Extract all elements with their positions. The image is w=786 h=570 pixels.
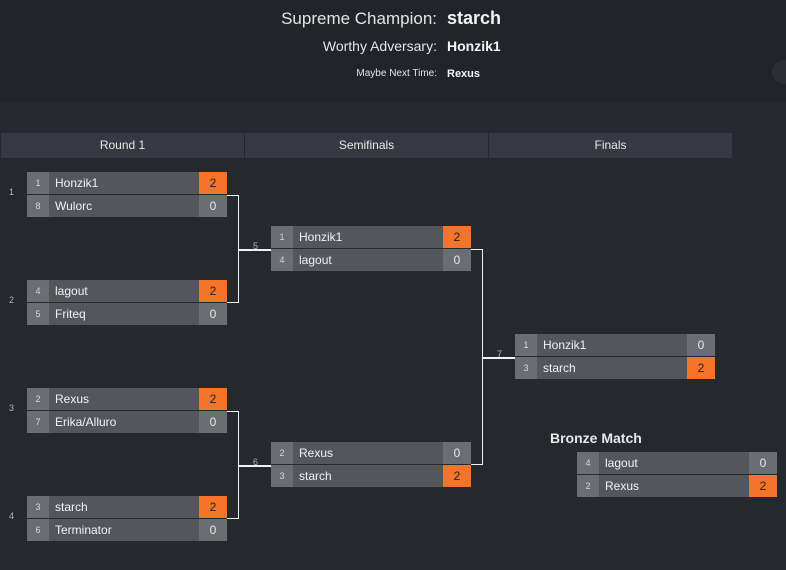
seed-number: 3 [27, 496, 49, 518]
player-name: Honzik1 [543, 338, 587, 352]
seed-number: 5 [27, 303, 49, 325]
match-number: 3 [9, 403, 15, 413]
match-5-slot-bottom[interactable]: 4 lagout 0 [271, 249, 471, 271]
seed-number: 4 [271, 249, 293, 271]
player-name: starch [543, 361, 576, 375]
match-7-slot-top[interactable]: 1 Honzik1 0 [515, 334, 715, 356]
third-place-name: Rexus [447, 68, 481, 80]
seed-number: 3 [271, 465, 293, 487]
match-2-slot-top[interactable]: 4 lagout 2 [27, 280, 227, 302]
bracket-connector [227, 195, 239, 303]
seed-number: 1 [271, 226, 293, 248]
round-header-finals: Finals [489, 133, 732, 158]
match-5-slot-top[interactable]: 1 Honzik1 2 [271, 226, 471, 248]
seed-number: 7 [27, 411, 49, 433]
player-name: starch [55, 500, 88, 514]
bracket-connector-tail [239, 249, 271, 251]
seed-number: 4 [27, 280, 49, 302]
bracket-connector-tail [483, 357, 515, 359]
seed-number: 4 [577, 452, 599, 474]
seed-number: 2 [577, 475, 599, 497]
runner-up-label: Worthy Adversary: [322, 38, 437, 54]
player-name: Rexus [55, 392, 90, 406]
match-number: 5 [253, 241, 259, 251]
player-name: Wulorc [55, 199, 93, 213]
seed-number: 2 [27, 388, 49, 410]
match-number: 2 [9, 295, 15, 305]
match-1-slot-top[interactable]: 1 Honzik1 2 [27, 172, 227, 194]
match-number: 4 [9, 511, 15, 521]
seed-number: 2 [271, 442, 293, 464]
player-name: lagout [55, 284, 88, 298]
seed-number: 8 [27, 195, 49, 217]
standings-header: Supreme Champion: starch Worthy Adversar… [0, 0, 786, 102]
match-3-slot-bottom[interactable]: 7 Erika/Alluro 0 [27, 411, 227, 433]
seed-number: 6 [27, 519, 49, 541]
bronze-match-title: Bronze Match [550, 430, 642, 446]
champion-label: Supreme Champion: [281, 9, 437, 28]
player-name: lagout [299, 253, 332, 267]
round-header-round1: Round 1 [1, 133, 244, 158]
match-7-slot-bottom[interactable]: 3 starch 2 [515, 357, 715, 379]
match-4-slot-top[interactable]: 3 starch 2 [27, 496, 227, 518]
round-header-semifinals: Semifinals [245, 133, 488, 158]
player-score: 2 [199, 172, 227, 194]
player-score: 0 [199, 411, 227, 433]
player-score: 0 [443, 442, 471, 464]
player-score: 0 [443, 249, 471, 271]
player-name: Friteq [55, 307, 86, 321]
player-score: 2 [687, 357, 715, 379]
player-score: 0 [687, 334, 715, 356]
match-number: 1 [9, 187, 15, 197]
match-2-slot-bottom[interactable]: 5 Friteq 0 [27, 303, 227, 325]
player-score: 0 [749, 452, 777, 474]
player-score: 2 [443, 465, 471, 487]
match-number: 6 [253, 457, 259, 467]
player-score: 2 [199, 280, 227, 302]
player-name: Erika/Alluro [55, 415, 117, 429]
seed-number: 1 [515, 334, 537, 356]
player-score: 0 [199, 303, 227, 325]
champion-name: starch [447, 8, 502, 28]
player-name: Rexus [299, 446, 334, 460]
player-name: Terminator [55, 523, 112, 537]
match-1-slot-bottom[interactable]: 8 Wulorc 0 [27, 195, 227, 217]
seed-number: 1 [27, 172, 49, 194]
runner-up-name: Honzik1 [447, 38, 501, 54]
scroll-handle[interactable] [772, 60, 786, 84]
player-score: 2 [199, 496, 227, 518]
player-score: 2 [443, 226, 471, 248]
player-name: Rexus [605, 479, 640, 493]
player-score: 0 [199, 195, 227, 217]
seed-number: 3 [515, 357, 537, 379]
bracket-connector [471, 249, 483, 465]
bronze-slot-bottom[interactable]: 2 Rexus 2 [577, 475, 777, 497]
match-3-slot-top[interactable]: 2 Rexus 2 [27, 388, 227, 410]
player-score: 0 [199, 519, 227, 541]
bracket-connector-tail [239, 465, 271, 467]
match-4-slot-bottom[interactable]: 6 Terminator 0 [27, 519, 227, 541]
match-6-slot-top[interactable]: 2 Rexus 0 [271, 442, 471, 464]
player-score: 2 [199, 388, 227, 410]
player-name: lagout [605, 456, 638, 470]
third-place-label: Maybe Next Time: [356, 68, 437, 79]
player-name: Honzik1 [55, 176, 99, 190]
match-number: 7 [497, 349, 503, 359]
bracket-connector [227, 411, 239, 519]
player-name: starch [299, 469, 332, 483]
player-score: 2 [749, 475, 777, 497]
match-6-slot-bottom[interactable]: 3 starch 2 [271, 465, 471, 487]
bronze-slot-top[interactable]: 4 lagout 0 [577, 452, 777, 474]
player-name: Honzik1 [299, 230, 343, 244]
